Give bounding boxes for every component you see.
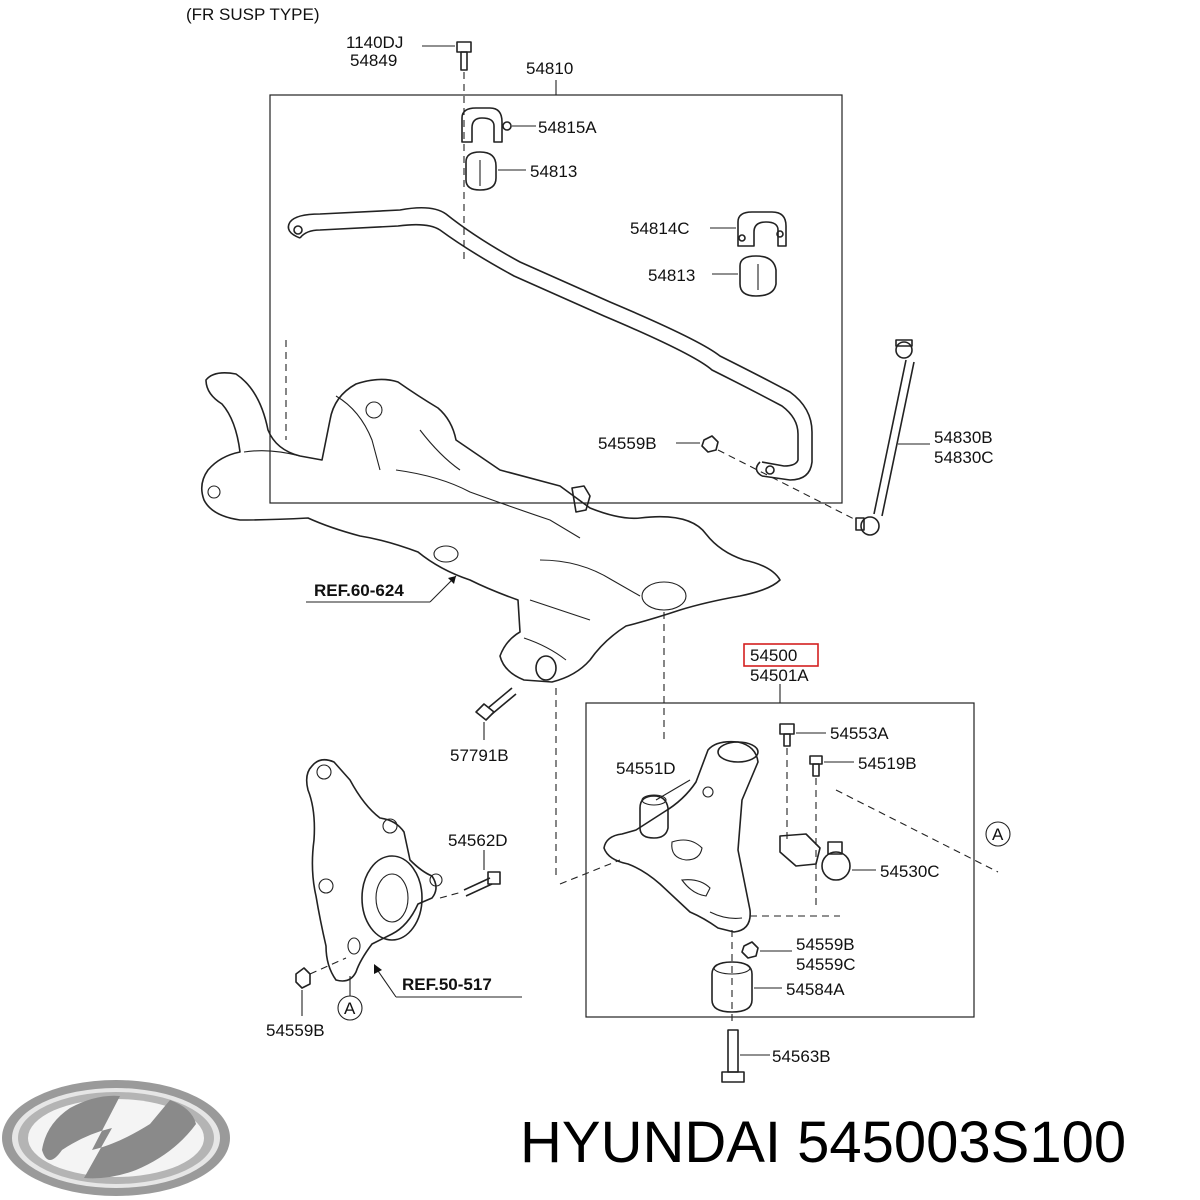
lower-control-arm [603, 740, 759, 933]
label-54559b-mid: 54559B [796, 935, 855, 954]
label-54830b: 54830B [934, 428, 993, 447]
label-54810: 54810 [526, 59, 573, 78]
label-marker-a-right: A [992, 825, 1004, 844]
steering-knuckle [305, 758, 443, 982]
label-54584a: 54584A [786, 980, 845, 999]
bushing-54584a [711, 961, 782, 1013]
marker-a-right [985, 821, 1011, 847]
label-1140dj: 1140DJ [346, 33, 403, 52]
label-54559b-top: 54559B [598, 434, 657, 453]
dash-knuckle-nut [309, 957, 347, 975]
label-marker-a-left: A [344, 999, 356, 1018]
bushing-54551d [639, 779, 691, 839]
label-54830c: 54830C [934, 448, 994, 467]
bushing-54813-lower [712, 255, 777, 297]
dash-marker-a [835, 789, 999, 873]
bolt-57791b [475, 687, 517, 740]
label-54559b-low: 54559B [266, 1021, 325, 1040]
stabilizer-bar [287, 206, 813, 481]
label-54814c: 54814C [630, 219, 690, 238]
ref-50-517: REF.50-517 [374, 964, 522, 998]
bolt-1140dj [422, 41, 472, 71]
hyundai-logo [2, 1080, 230, 1196]
bolt-54562d [463, 850, 501, 897]
bushing-54813-top [465, 151, 526, 191]
bracket-54815a [461, 107, 536, 143]
dash-arm-frame [559, 859, 621, 885]
label-54815a: 54815A [538, 118, 597, 137]
label-54849: 54849 [350, 51, 397, 70]
label-54562d: 54562D [448, 831, 508, 850]
stabilizer-group-box [269, 94, 843, 504]
dash-knuckle-bolt [439, 891, 463, 899]
label-54813-top: 54813 [530, 162, 577, 181]
bolt-54563b [721, 1029, 770, 1083]
footer-caption: HYUNDAI 545003S100 [520, 1110, 1126, 1175]
bolt-54553a [779, 723, 826, 747]
label-54553a: 54553A [830, 724, 889, 743]
stabilizer-link [855, 339, 930, 536]
label-54813-lower: 54813 [648, 266, 695, 285]
crossmember-subframe [200, 372, 781, 683]
svg-text:REF.60-624: REF.60-624 [314, 581, 404, 600]
bolt-54519b [809, 755, 854, 777]
svg-text:REF.50-517: REF.50-517 [402, 975, 492, 994]
ref-60-624: REF.60-624 [306, 575, 457, 603]
ball-joint-54530c [779, 833, 876, 881]
label-54559c: 54559C [796, 955, 856, 974]
label-54500: 54500 [750, 646, 797, 665]
label-57791b: 57791B [450, 746, 509, 765]
dash-nut-link [717, 449, 857, 521]
highlight-box-54500 [743, 643, 819, 667]
label-54530c: 54530C [880, 862, 940, 881]
nut-54559b-mid [741, 941, 792, 959]
label-54501a: 54501A [750, 666, 809, 685]
nut-54559b-low [295, 967, 311, 1016]
label-54519b: 54519B [858, 754, 917, 773]
nut-54559b-top [676, 435, 719, 453]
bracket-54814c [710, 211, 787, 247]
label-54551d: 54551D [616, 759, 676, 778]
diagram-subtitle: (FR SUSP TYPE) [186, 5, 320, 24]
label-54563b: 54563B [772, 1047, 831, 1066]
lower-arm-group-box [585, 702, 975, 1018]
